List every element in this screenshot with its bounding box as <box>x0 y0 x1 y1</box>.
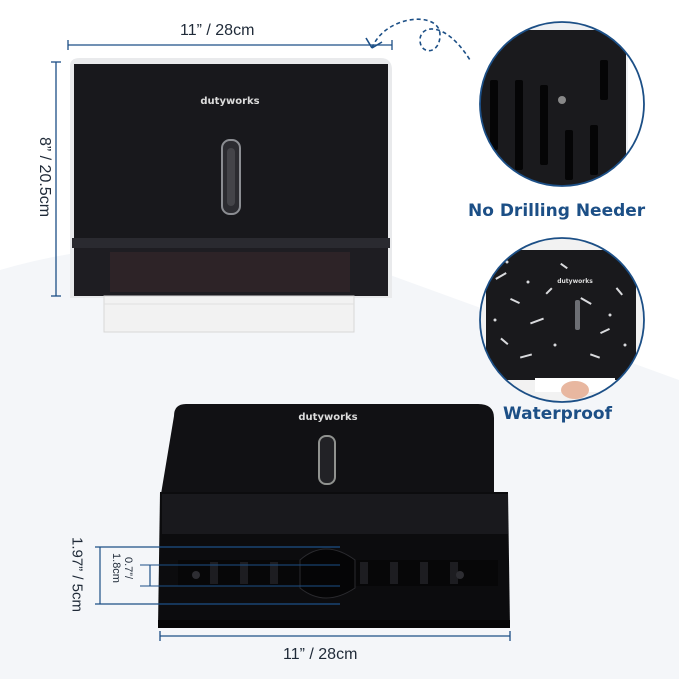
outlet-outer-dimension-line <box>95 546 340 605</box>
outlet-inner-label-a: 0.7”/ <box>122 556 134 579</box>
bottom-dispenser-brand-logo: dutyworks <box>298 412 357 423</box>
feature-label-no-drilling: No Drilling Needer <box>468 201 646 221</box>
curved-arrow <box>371 18 471 61</box>
top-width-label: 11” / 28cm <box>180 22 255 39</box>
outlet-inner-dimension-line <box>140 564 340 587</box>
outlet-inner-label-b: 1.8cm <box>110 553 122 583</box>
outlet-outer-label: 1.97” / 5cm <box>68 536 86 613</box>
top-dispenser-brand-logo: dutyworks <box>200 96 259 107</box>
feature-label-waterproof: Waterproof <box>503 404 612 424</box>
bottom-width-dimension-line <box>159 631 511 641</box>
top-width-dimension-line <box>67 40 393 50</box>
top-height-dimension-line <box>51 61 61 297</box>
bottom-width-label: 11” / 28cm <box>283 646 358 663</box>
svg-text:dutyworks: dutyworks <box>557 278 593 285</box>
